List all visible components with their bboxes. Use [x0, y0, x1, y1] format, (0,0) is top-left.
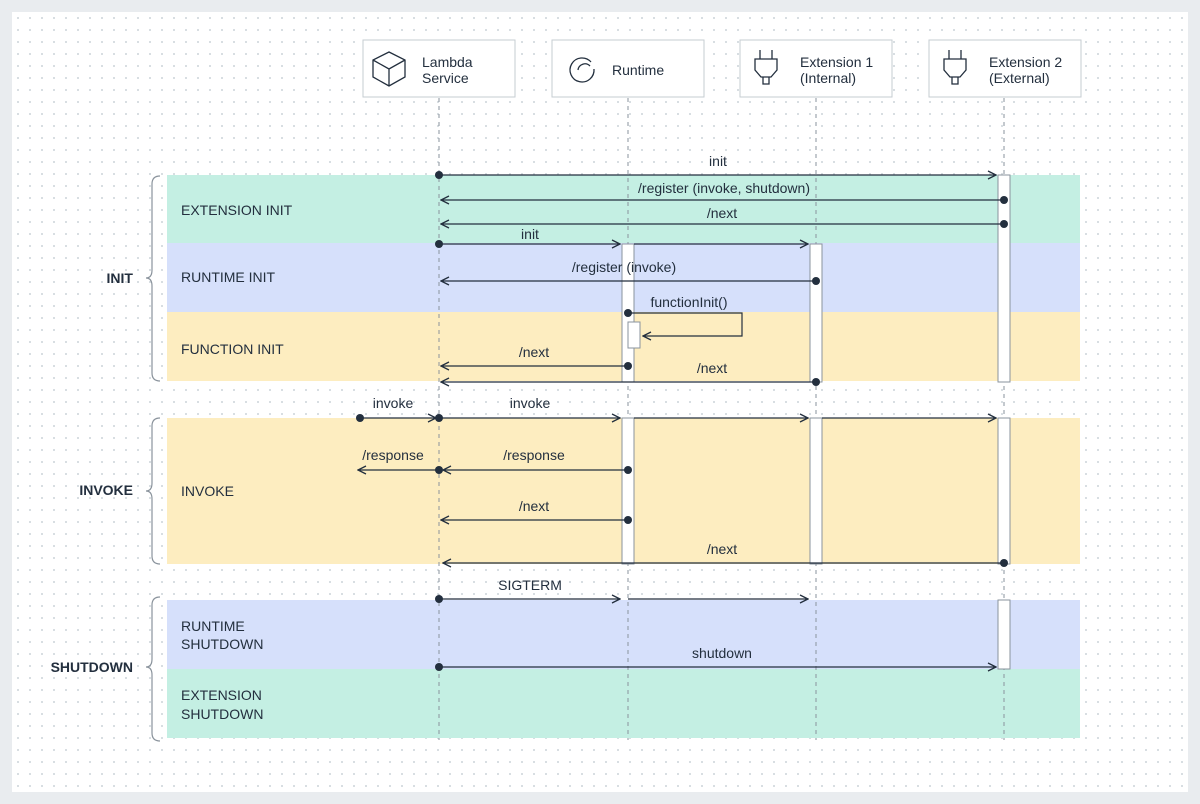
group-brace-init — [145, 175, 161, 382]
activation-bar-ext2-invoke — [997, 417, 1011, 565]
activation-bar-ext1-invoke — [809, 417, 823, 565]
actor-lambda-service: Lambda Service — [362, 39, 516, 98]
svg-text:/next: /next — [519, 498, 549, 514]
phase-band-extension-init — [167, 175, 1080, 243]
svg-text:init: init — [521, 226, 539, 242]
message-response-external: /response — [358, 447, 443, 474]
message-next-ext2-invoke: /next — [443, 541, 1008, 567]
svg-text:init: init — [709, 153, 727, 169]
actor-label-ext1-line2: (Internal) — [800, 70, 856, 86]
group-brace-shutdown — [145, 596, 161, 742]
activation-bar-ext1-init — [809, 243, 823, 383]
group-label-init: INIT — [107, 270, 134, 286]
svg-text:invoke: invoke — [510, 395, 551, 411]
group-brace-invoke — [145, 417, 161, 565]
messages: init /register (invoke, shutdown) /next … — [356, 153, 1008, 671]
phase-label-invoke: INVOKE — [181, 483, 234, 499]
svg-text:/next: /next — [697, 360, 727, 376]
svg-text:/register (invoke): /register (invoke) — [572, 259, 676, 275]
message-sigterm: SIGTERM — [435, 577, 808, 603]
message-next-ext2: /next — [441, 205, 1008, 228]
sequence-diagram-canvas: EXTENSION INIT RUNTIME INIT FUNCTION INI… — [12, 12, 1188, 792]
svg-text:/next: /next — [707, 541, 737, 557]
phase-band-extension-shutdown — [167, 669, 1080, 738]
message-register-ext2: /register (invoke, shutdown) — [441, 180, 1008, 204]
message-next-runtime-invoke: /next — [441, 498, 632, 524]
phase-label-runtime-shutdown-line2: SHUTDOWN — [181, 636, 263, 652]
cube-icon — [372, 51, 406, 87]
group-label-invoke: INVOKE — [79, 482, 133, 498]
svg-text:shutdown: shutdown — [692, 645, 752, 661]
plug-icon — [943, 50, 967, 85]
svg-text:/response: /response — [503, 447, 565, 463]
svg-text:SIGTERM: SIGTERM — [498, 577, 562, 593]
svg-text:/register (invoke, shutdown): /register (invoke, shutdown) — [638, 180, 810, 196]
phase-label-extension-shutdown-line1: EXTENSION — [181, 687, 262, 703]
actor-label-lambda-line2: Service — [422, 70, 469, 86]
message-invoke-external: invoke — [356, 395, 436, 422]
phase-label-extension-init: EXTENSION INIT — [181, 202, 293, 218]
actor-label-ext2-line2: (External) — [989, 70, 1050, 86]
actor-extension-1: Extension 1 (Internal) — [739, 39, 893, 98]
plug-icon — [754, 50, 778, 85]
activation-bar-runtime-invoke — [621, 417, 635, 565]
phase-label-runtime-init: RUNTIME INIT — [181, 269, 276, 285]
message-init-ext2: init — [435, 153, 996, 179]
actor-label-ext2-line1: Extension 2 — [989, 54, 1062, 70]
group-label-shutdown: SHUTDOWN — [51, 659, 133, 675]
svg-text:functionInit(): functionInit() — [650, 294, 727, 310]
activation-bar-ext2-init — [997, 174, 1011, 383]
phase-band-runtime-shutdown — [167, 600, 1080, 669]
message-invoke-all: invoke — [435, 395, 996, 422]
message-next-ext1-init: /next — [441, 360, 820, 386]
message-function-init: functionInit() — [624, 294, 743, 336]
phase-label-runtime-shutdown-line1: RUNTIME — [181, 618, 245, 634]
svg-text:/next: /next — [519, 344, 549, 360]
svg-text:invoke: invoke — [373, 395, 414, 411]
actor-extension-2: Extension 2 (External) — [928, 39, 1082, 98]
activation-bar-ext2-shutdown — [997, 599, 1011, 670]
activation-bar-function-init — [627, 321, 641, 349]
phase-label-function-init: FUNCTION INIT — [181, 341, 284, 357]
sequence-diagram: EXTENSION INIT RUNTIME INIT FUNCTION INI… — [51, 39, 1082, 742]
actor-label-runtime: Runtime — [612, 62, 664, 78]
actor-label-ext1-line1: Extension 1 — [800, 54, 873, 70]
svg-text:/next: /next — [707, 205, 737, 221]
message-shutdown: shutdown — [435, 645, 996, 671]
message-next-runtime-init: /next — [441, 344, 632, 370]
svg-text:/response: /response — [362, 447, 424, 463]
phase-label-extension-shutdown-line2: SHUTDOWN — [181, 706, 263, 722]
actor-label-lambda-line1: Lambda — [422, 54, 473, 70]
actor-runtime: Runtime — [551, 39, 705, 98]
runtime-cycle-icon — [569, 57, 595, 83]
message-register-ext1: /register (invoke) — [441, 259, 820, 285]
message-init-runtime-ext1: init — [435, 226, 808, 248]
message-response-runtime: /response — [443, 447, 632, 474]
